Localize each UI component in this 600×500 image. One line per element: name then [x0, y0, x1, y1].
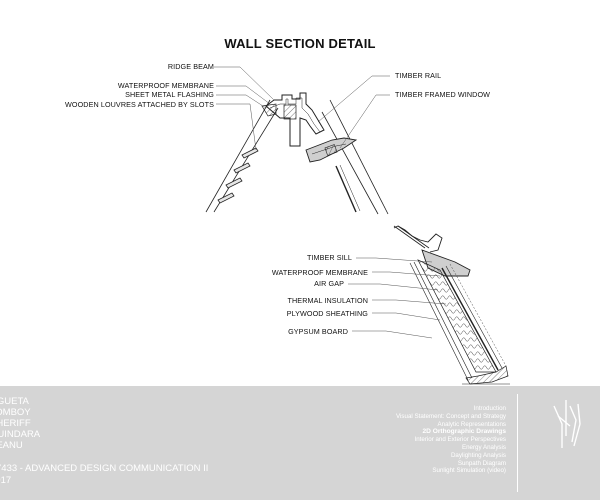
team-member: UGUETA	[0, 396, 29, 407]
table-of-contents: Introduction Visual Statement: Concept a…	[396, 405, 506, 475]
toc-item-introduction[interactable]: Introduction	[473, 405, 506, 412]
label-sheet-metal-flashing: SHEET METAL FLASHING	[125, 90, 214, 99]
toc-item-daylighting-analysis[interactable]: Daylighting Analysis	[450, 451, 506, 459]
label-wooden-louvres: WOODEN LOUVRES ATTACHED BY SLOTS	[65, 100, 214, 109]
footer-bar: UGUETA LOMBOY SHERIFF QUINDARA KEANU 743…	[0, 386, 600, 500]
team-member: KEANU	[0, 440, 23, 451]
label-waterproof-membrane-upper: WATERPROOF MEMBRANE	[117, 81, 214, 90]
label-timber-sill: TIMBER SILL	[306, 253, 352, 262]
sill-detail	[393, 225, 510, 385]
toc-item-energy-analysis[interactable]: Energy Analysis	[461, 443, 506, 451]
course-title: 7433 - ADVANCED DESIGN COMMUNICATION II	[0, 463, 209, 474]
page-title: WALL SECTION DETAIL	[224, 36, 376, 51]
toc-item-sunpath-diagram[interactable]: Sunpath Diagram	[457, 459, 506, 467]
toc-item-analytic-representations[interactable]: Analytic Representations	[437, 420, 506, 428]
team-member: QUINDARA	[0, 429, 41, 440]
logo-icon	[553, 400, 581, 448]
leader-lines-lower	[348, 257, 447, 339]
louvres	[217, 147, 259, 204]
label-thermal-insulation: THERMAL INSULATION	[287, 296, 368, 305]
team-member: LOMBOY	[0, 407, 31, 418]
label-plywood-sheathing: PLYWOOD SHEATHING	[286, 309, 368, 318]
toc-item-visual-statement[interactable]: Visual Statement: Concept and Strategy	[396, 412, 506, 420]
label-timber-framed-window: TIMBER FRAMED WINDOW	[395, 90, 491, 99]
label-waterproof-membrane-lower: WATERPROOF MEMBRANE	[271, 268, 368, 277]
label-timber-rail: TIMBER RAIL	[395, 71, 442, 80]
team-list: UGUETA LOMBOY SHERIFF QUINDARA KEANU	[0, 396, 40, 451]
label-ridge-beam: RIDGE BEAM	[167, 62, 214, 71]
label-air-gap: AIR GAP	[314, 279, 344, 288]
label-gypsum-board: GYPSUM BOARD	[288, 327, 348, 336]
toc-item-sunlight-simulation[interactable]: Sunlight Simulation (video)	[432, 467, 506, 475]
team-member: SHERIFF	[0, 418, 31, 429]
toc-item-perspectives[interactable]: Interior and Exterior Perspectives	[414, 436, 506, 444]
leader-lines-upper	[214, 66, 390, 151]
toc-item-2d-orthographic[interactable]: 2D Orthographic Drawings	[422, 428, 506, 436]
course-year: 2017	[0, 475, 12, 486]
footer-divider	[517, 394, 518, 492]
ridge-detail	[205, 92, 389, 215]
